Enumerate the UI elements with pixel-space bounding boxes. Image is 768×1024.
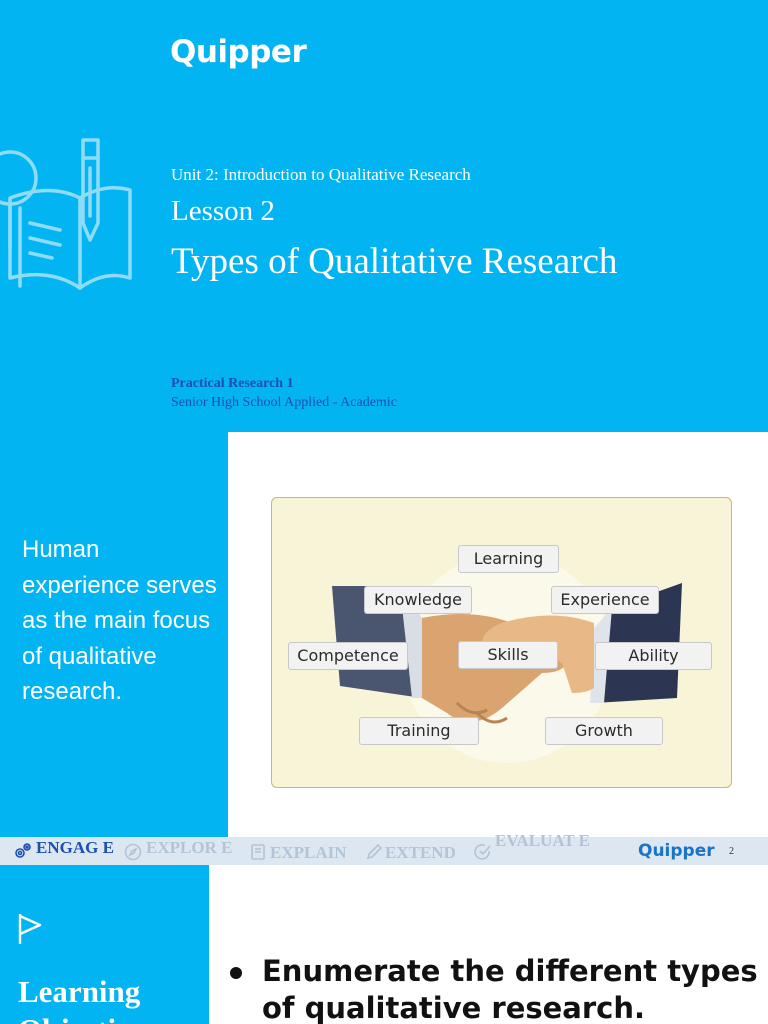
content-slide: Human experience serves as the main focu…: [0, 432, 768, 865]
nav-extend[interactable]: EXTEND: [385, 843, 456, 862]
tag-experience: Experience: [551, 586, 659, 614]
objectives-side-panel: Learning Objectives: [0, 865, 209, 1024]
tag-training: Training: [359, 717, 479, 745]
nav-engage[interactable]: ENGAG E: [36, 838, 114, 857]
unit-label: Unit 2: Introduction to Qualitative Rese…: [171, 165, 471, 184]
focus-statement: Human experience serves as the main focu…: [22, 536, 217, 705]
nav-evaluate[interactable]: EVALUAT E: [495, 831, 590, 850]
nav-explain[interactable]: EXPLAIN: [270, 843, 347, 862]
book-icon: [251, 844, 265, 860]
compass-icon: [124, 843, 142, 861]
course-name: Practical Research 1: [171, 376, 294, 391]
objectives-slide: Learning Objectives Enumerate the differ…: [0, 865, 768, 1024]
objective-text: Enumerate the different types of qualita…: [262, 954, 758, 1024]
handshake-illustration: Learning Knowledge Experience Competence…: [271, 497, 732, 788]
tag-learning: Learning: [458, 545, 559, 573]
check-circle-icon: [474, 844, 491, 860]
gears-icon: [15, 843, 31, 858]
tag-knowledge: Knowledge: [364, 586, 472, 614]
flag-icon: [18, 914, 42, 944]
lesson-title: Types of Qualitative Research: [171, 241, 618, 282]
tag-growth: Growth: [545, 717, 663, 745]
title-slide: Quipper Unit 2: Introduction to Qualitat…: [0, 0, 768, 432]
page-number: 2: [729, 846, 734, 857]
tag-ability: Ability: [595, 642, 712, 670]
tag-skills: Skills: [458, 641, 558, 669]
pencil-icon: [366, 843, 383, 860]
nav-explore[interactable]: EXPLOR E: [146, 838, 233, 857]
side-panel: Human experience serves as the main focu…: [0, 432, 228, 837]
course-track: Senior High School Applied - Academic: [171, 395, 397, 410]
objectives-title: Learning Objectives: [18, 974, 157, 1024]
lesson-number: Lesson 2: [171, 195, 275, 227]
tag-competence: Competence: [288, 642, 408, 670]
quipper-logo: Quipper: [170, 34, 307, 70]
bullet-icon: [230, 967, 242, 979]
lesson-phase-nav: ENGAG E EXPLOR E EXPLAIN EXTEND EVALUAT …: [0, 832, 768, 865]
book-pencil-icon: [0, 138, 132, 290]
footer-quipper-logo: Quipper: [638, 841, 715, 861]
